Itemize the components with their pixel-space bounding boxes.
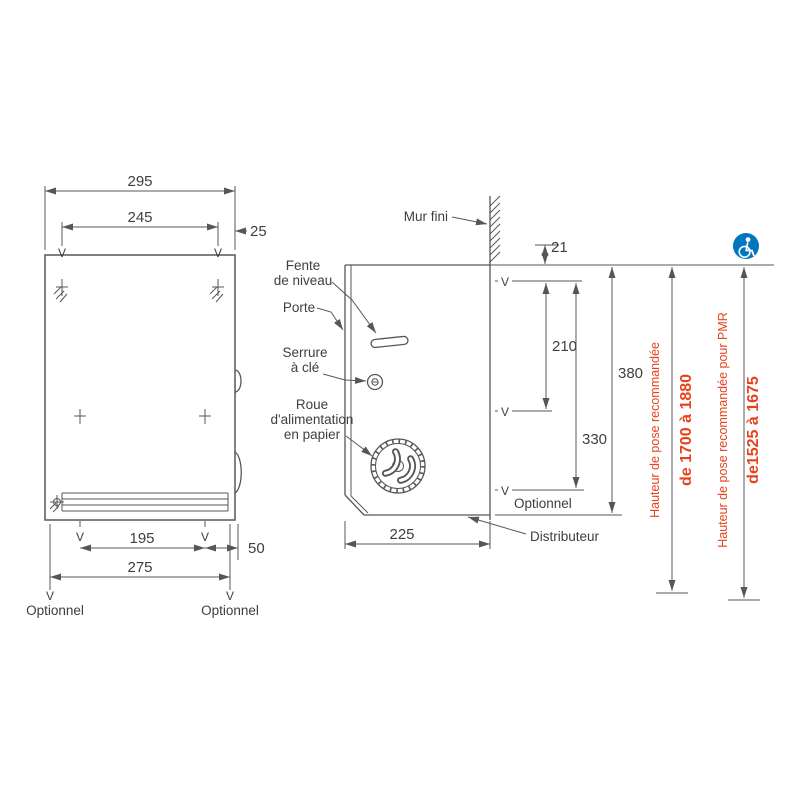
keyhole-right-icon (209, 279, 224, 303)
dim-25: 25 (250, 223, 267, 240)
fixing-marker: V (201, 530, 209, 544)
dim-50: 50 (248, 540, 265, 557)
height-pmr-range: de1525 à 1675 (745, 376, 762, 484)
front-dimensions: 295 245 25 V V V V 195 50 275 V V Option… (26, 173, 267, 618)
dispenser-label: Distributeur (530, 529, 600, 544)
fixing-marker: V (58, 246, 66, 260)
wheel-label: Roue (296, 397, 328, 412)
dim-21: 21 (551, 239, 568, 256)
wall-label: Mur fini (404, 209, 448, 224)
optional-label-side: Optionnel (514, 496, 572, 511)
fixing-marker: V (226, 589, 234, 603)
wall-leader (451, 216, 488, 226)
screw-bottom-left-icon (49, 495, 64, 513)
optional-label-right: Optionnel (201, 603, 259, 618)
wheel-bump (234, 451, 242, 494)
fixing-cross-right-icon (199, 409, 211, 424)
fixing-marker: V (214, 246, 222, 260)
dim-330: 330 (582, 431, 607, 448)
height-standard-range: de 1700 à 1880 (678, 374, 695, 486)
fixing-marker: V (501, 484, 509, 498)
level-slot-label: Fente (286, 258, 321, 273)
lock-leader (322, 373, 367, 384)
wheel-label: d'alimentation (271, 412, 354, 427)
lock-bump (234, 369, 242, 393)
wall-hatching (489, 195, 501, 263)
dim-295: 295 (127, 173, 152, 190)
wheelchair-icon (733, 233, 759, 259)
key-lock-icon (366, 373, 384, 391)
wheel-leader (345, 435, 373, 457)
door-label: Porte (283, 300, 315, 315)
fixing-marker: V (501, 275, 509, 289)
height-standard-label: Hauteur de pose recommandée (648, 342, 662, 518)
height-pmr-label: Hauteur de pose recommandée pour PMR (716, 312, 730, 548)
lock-label: Serrure (282, 345, 327, 360)
wheel-label: en papier (284, 427, 341, 442)
front-body (44, 254, 236, 521)
level-slot-label: de niveau (274, 273, 333, 288)
fixing-cross-left-icon (74, 409, 86, 424)
paper-feed-wheel-icon (370, 438, 426, 494)
front-view (44, 254, 242, 521)
mounting-height-notes: Hauteur de pose recommandée de 1700 à 18… (648, 233, 762, 601)
dim-245: 245 (127, 209, 152, 226)
dim-380: 380 (618, 365, 643, 382)
level-slot-leader (331, 281, 377, 334)
door-leader (316, 307, 344, 331)
side-view (344, 195, 501, 520)
callouts: Mur fini Fente de niveau Porte Serrure à… (271, 209, 600, 544)
level-slot (370, 335, 409, 349)
fixing-marker: V (76, 530, 84, 544)
fixing-marker: V (46, 589, 54, 603)
fixing-marker: V (501, 405, 509, 419)
dim-225: 225 (389, 526, 414, 543)
lock-label: à clé (291, 360, 320, 375)
keyhole-left-icon (53, 279, 68, 303)
paper-slot (61, 492, 229, 512)
dim-275: 275 (127, 559, 152, 576)
dispenser-leader (467, 516, 527, 535)
dim-195: 195 (129, 530, 154, 547)
side-dimensions: V V V Optionnel 21 210 330 380 225 (344, 239, 774, 549)
optional-label-left: Optionnel (26, 603, 84, 618)
dim-210: 210 (552, 338, 577, 355)
